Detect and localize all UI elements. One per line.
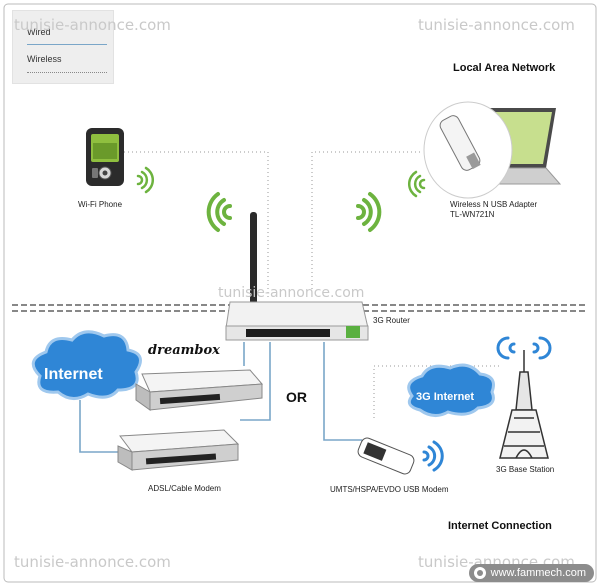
usb-modem-signal-icon: [422, 440, 444, 472]
internet-cloud-icon: [31, 330, 142, 400]
watermark-top-left: tunisie-annonce.com: [14, 16, 171, 34]
diagram-frame: [3, 3, 597, 583]
wired-links: [79, 342, 362, 453]
usb-modem-label: UMTS/HSPA/EVDO USB Modem: [330, 485, 449, 494]
copyright-icon: [473, 567, 486, 579]
base-station-signal-icon: [496, 336, 552, 360]
base-station-icon: [499, 350, 549, 459]
wifi-phone-label: Wi-Fi Phone: [78, 200, 123, 209]
usb-adapter-icon: [423, 101, 513, 199]
credit-badge[interactable]: www.fammech.com: [468, 564, 594, 582]
section-title-internet: Internet Connection: [448, 520, 552, 532]
router-label: 3G Router: [373, 316, 410, 325]
wifi-phone-signal-icon: [136, 166, 155, 194]
usb-adapter-label: Wireless N USB Adapter: [450, 200, 538, 209]
laptop-signal-icon: [407, 170, 426, 198]
wifi-phone-icon: [86, 128, 124, 186]
usb-adapter-model-label: TL-WN721N: [450, 210, 495, 219]
wireless-links: [108, 151, 420, 298]
3g-internet-cloud-label: 3G Internet: [416, 391, 475, 403]
adsl-modem-icon: [117, 429, 240, 471]
internet-cloud-label: Internet: [44, 366, 103, 383]
legend-wireless-line: [27, 72, 107, 73]
router-icon: [225, 212, 369, 341]
watermark-top-right: tunisie-annonce.com: [418, 16, 575, 34]
legend-wireless-label: Wireless: [27, 54, 62, 64]
router-signal-right-icon: [356, 192, 382, 232]
dreambox-logo: dreambox: [148, 343, 220, 358]
section-title-lan: Local Area Network: [453, 62, 556, 74]
watermark-center: tunisie-annonce.com: [218, 285, 365, 301]
legend: Wired Wireless: [12, 10, 114, 84]
legend-wired-line: [27, 44, 107, 45]
adsl-modem-label: ADSL/Cable Modem: [148, 484, 221, 493]
router-signal-left-icon: [206, 192, 232, 232]
dreambox-icon: [135, 369, 264, 411]
watermark-bottom-left: tunisie-annonce.com: [14, 553, 171, 571]
or-label: OR: [286, 389, 307, 405]
legend-wired-label: Wired: [27, 27, 51, 37]
credit-text: www.fammech.com: [490, 567, 586, 579]
usb-modem-icon: [357, 437, 415, 475]
3g-internet-cloud-icon: [407, 363, 495, 417]
base-station-label: 3G Base Station: [496, 465, 555, 474]
